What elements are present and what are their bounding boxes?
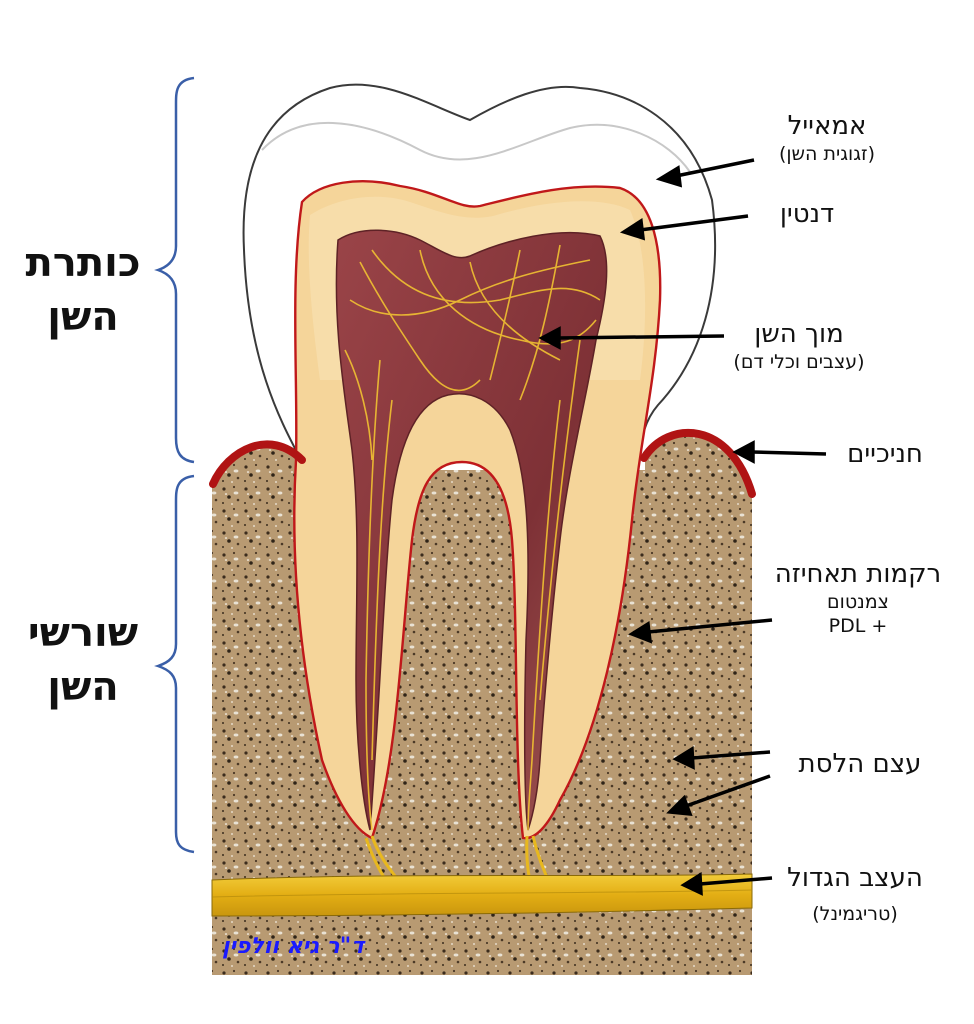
enamel-note: (זגוגית השן) (778, 143, 876, 165)
roots-label-line2: השן (47, 664, 119, 710)
author-signature: ד"ר גיא וולפין (222, 934, 365, 959)
root-brace (154, 474, 195, 854)
nerve-note: (טריגמינל) (812, 903, 898, 925)
gums-label: חניכיים (847, 439, 923, 469)
pulp-note: (עצבים וכלי דם) (733, 351, 865, 373)
crown-label-line2: השן (47, 294, 119, 340)
pointer-arrows (538, 158, 827, 896)
support-tissue-name: רקמות תאחיזה (774, 559, 942, 589)
crown-brace (154, 76, 195, 464)
dentin-label: דנטין (779, 199, 835, 229)
support-tissue-line3: PDL + (828, 615, 888, 637)
enamel-name: אמאייל (787, 111, 867, 141)
trigeminal-nerve (211, 873, 753, 917)
pulp-nerve-fibers (344, 244, 601, 831)
pulp-name: מוך השן (754, 319, 844, 349)
crown-label-line1: כותרת (25, 240, 141, 286)
gum-right (640, 428, 756, 498)
pulp (335, 229, 608, 831)
nerve-label: העצב הגדול (טריגמינל) (770, 862, 940, 926)
roots-label-line1: שורשי (27, 610, 139, 656)
support-tissue-line2: צמנטום (827, 591, 889, 613)
roots-section-label: שורשי השן (8, 606, 158, 714)
nerve-fiber-line (211, 889, 753, 898)
nerve-name: העצב הגדול (787, 863, 923, 893)
enamel-label: אמאייל (זגוגית השן) (752, 110, 902, 166)
pulp-label: מוך השן (עצבים וכלי דם) (704, 318, 894, 374)
jaw-bone-label: עצם הלסת (798, 749, 922, 779)
support-tissue-label: רקמות תאחיזה צמנטום PDL + (760, 558, 956, 638)
gum-left (209, 440, 306, 488)
crown-section-label: כותרת השן (8, 236, 158, 344)
enamel-groove (261, 122, 691, 173)
